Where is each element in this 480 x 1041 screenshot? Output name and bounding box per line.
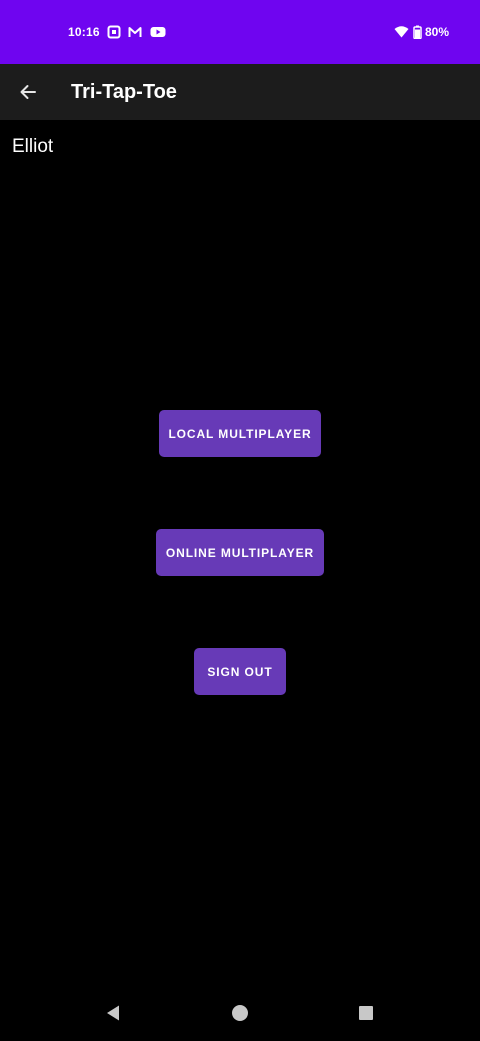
battery-icon xyxy=(413,25,422,39)
youtube-icon xyxy=(150,27,166,37)
nav-back-icon xyxy=(107,1005,119,1021)
nav-recents-button[interactable] xyxy=(352,999,380,1027)
nav-recents-icon xyxy=(359,1006,373,1020)
arrow-back-icon xyxy=(20,85,36,99)
player-name: Elliot xyxy=(12,136,54,157)
navigation-bar xyxy=(0,985,480,1041)
nav-home-icon xyxy=(232,1005,248,1021)
app-bar: Tri-Tap-Toe xyxy=(0,64,480,120)
sign-out-button[interactable]: SIGN OUT xyxy=(194,648,286,695)
app-title: Tri-Tap-Toe xyxy=(71,81,177,103)
back-button[interactable] xyxy=(12,76,44,108)
local-multiplayer-button[interactable]: LOCAL MULTIPLAYER xyxy=(159,410,321,457)
gmail-icon xyxy=(128,27,142,37)
online-multiplayer-button[interactable]: ONLINE MULTIPLAYER xyxy=(156,529,324,576)
wifi-icon xyxy=(394,26,409,38)
nav-back-button[interactable] xyxy=(99,999,127,1027)
status-bar: 10:16 80% xyxy=(0,0,480,64)
square-notification-icon xyxy=(107,25,121,39)
battery-percentage: 80% xyxy=(425,25,450,39)
status-time: 10:16 xyxy=(68,25,100,39)
nav-home-button[interactable] xyxy=(226,999,254,1027)
